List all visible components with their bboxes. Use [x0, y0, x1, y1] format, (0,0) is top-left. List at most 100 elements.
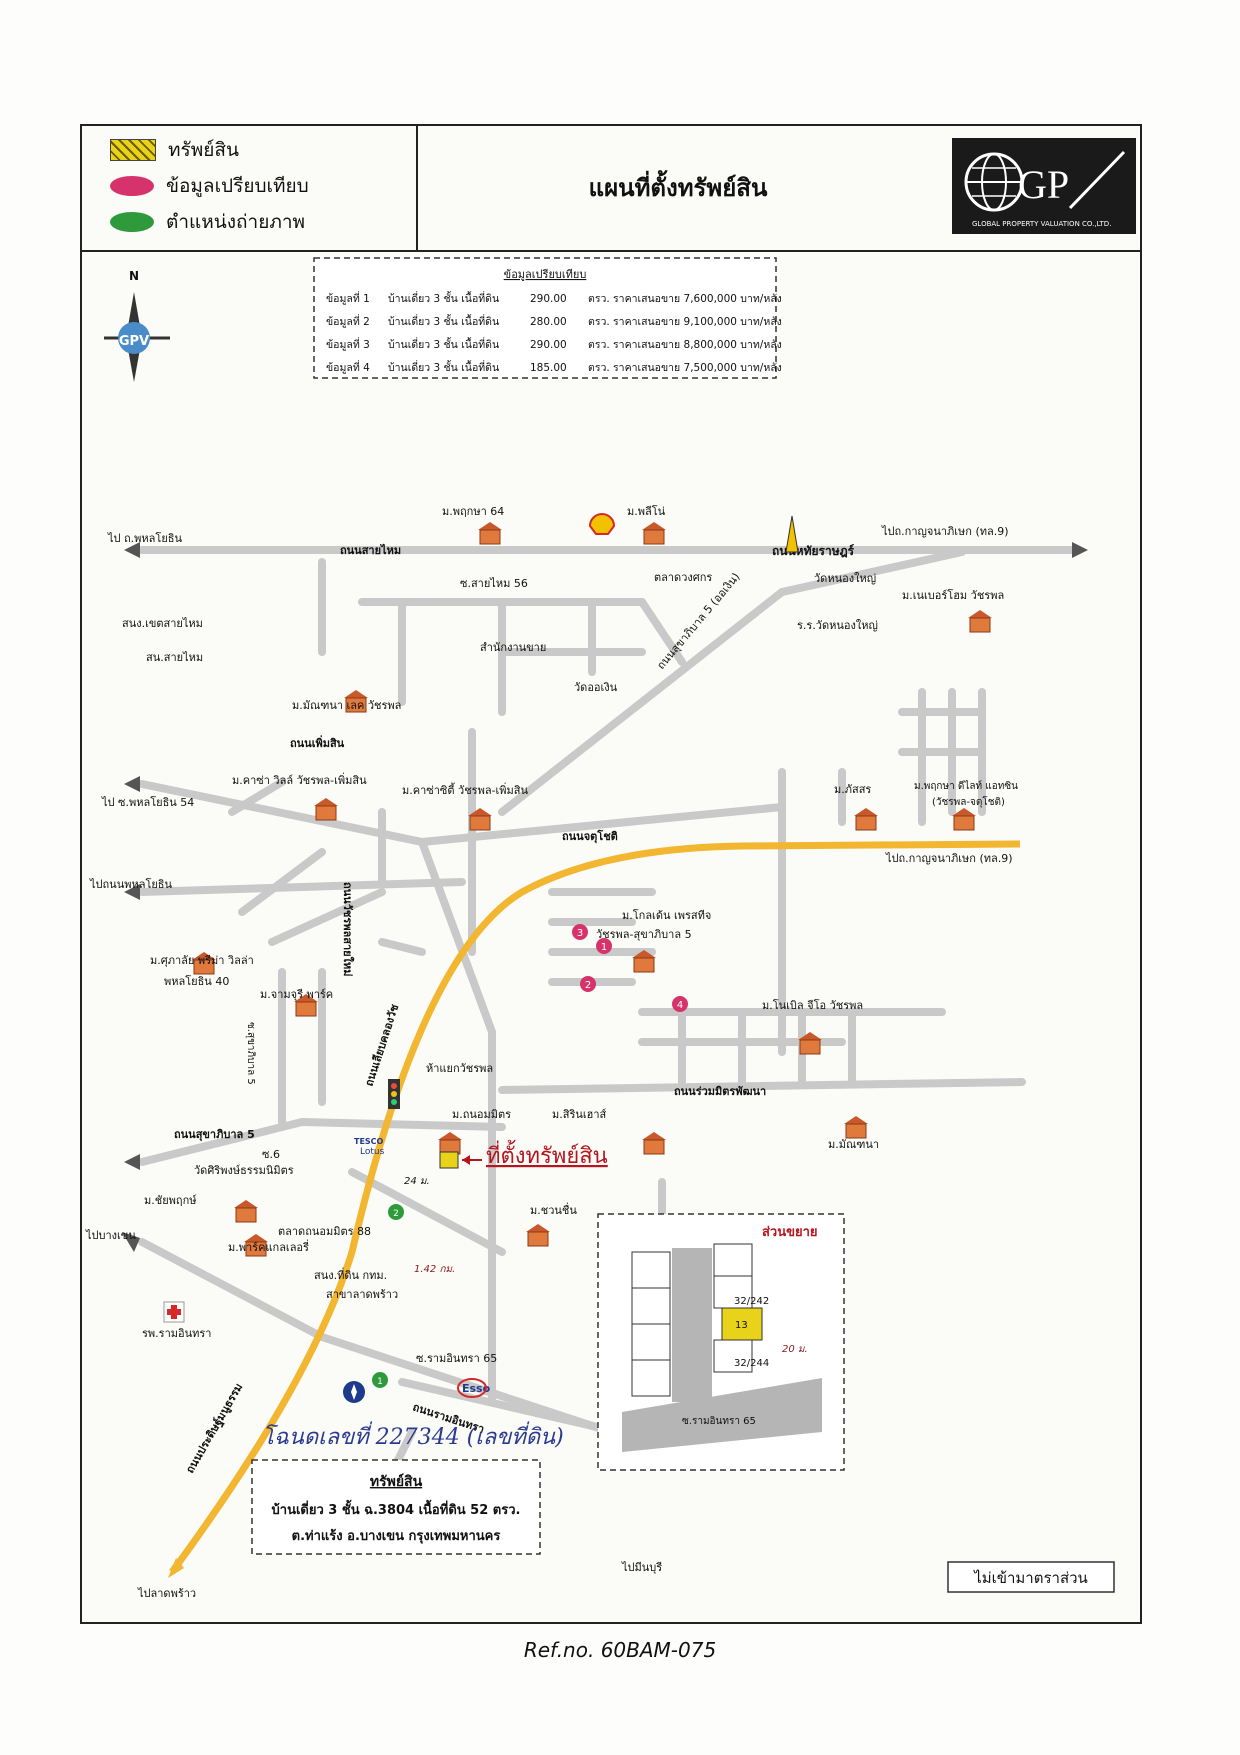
place-label: ไปมีนบุรี [621, 1561, 662, 1574]
map-canvas: N GPV ข้อมูลเปรียบเทียบ ข้อมูลที่ 1 บ้าน… [85, 257, 1115, 1600]
road-label: ซ.สุขาภิบาล 5 [245, 1022, 256, 1085]
inset-subject-plot [721, 1307, 763, 1341]
comp-row-area: 290.00 [530, 339, 567, 351]
place-label: ไปถนนพหลโยธิน [89, 877, 173, 891]
comparison-marker-number: 2 [585, 980, 591, 991]
house-icon [642, 522, 666, 545]
comp-row-type: บ้านเดี่ยว 3 ชั้น เนื้อที่ดิน [388, 291, 499, 305]
place-label: ม.พฤกษา ดีไลท์ แอทซิน [914, 780, 1018, 792]
place-label: วัดศิริพงษ์ธรรมนิมิตร [194, 1164, 294, 1177]
reference-number: Ref.no. 60BAM-075 [523, 1638, 717, 1662]
place-label: ไปบางเขน [85, 1229, 136, 1242]
road-label: ถนนประดิษฐ์มนูธรรม [183, 1381, 246, 1476]
subject-property [439, 1151, 482, 1169]
road-ruammit [498, 1078, 1026, 1094]
map-sheet: ทรัพย์สิน ข้อมูลเปรียบเทียบ ตำแหน่งถ่ายภ… [80, 124, 1142, 1624]
road-label: ถนนร่วมมิตรพัฒนา [674, 1085, 766, 1098]
place-label: ม.จามจุรี พาร์ค [260, 988, 333, 1001]
house-icon [294, 994, 318, 1017]
place-label: ไปถ.กาญจนาภิเษก (ทล.9) [881, 525, 1009, 538]
comp-row-type: บ้านเดี่ยว 3 ชั้น เนื้อที่ดิน [388, 360, 499, 374]
place-label: ม.โนเบิล จีโอ วัชรพล [762, 998, 863, 1012]
inset-plot-label: 32/242 [734, 1296, 769, 1307]
house-icon [438, 1132, 462, 1155]
logo-mark: GP [1018, 162, 1069, 207]
map-header: ทรัพย์สิน ข้อมูลเปรียบเทียบ ตำแหน่งถ่ายภ… [82, 126, 1140, 252]
gas-station-icon [343, 1381, 365, 1403]
place-label: ไปถ.กาญจนาภิเษก (ทล.9) [885, 852, 1013, 865]
place-label: ม.คาซ่าซิตี้ วัชรพล-เพิ่มสิน [402, 782, 529, 797]
house-icon [632, 950, 656, 973]
place-label: ม.ศุภาลัย พรีม่า วิลล่า [150, 954, 254, 967]
comp-row-area: 290.00 [530, 293, 567, 305]
comp-row-price: ตรว. ราคาเสนอขาย 9,100,000 บาท/หลัง [588, 316, 782, 328]
scale-note-label: ไม่เข้ามาตราส่วน [973, 1569, 1088, 1587]
traffic-light-icon [388, 1079, 400, 1109]
north-label: N [129, 269, 139, 283]
place-label: ม.ชวนชื่น [530, 1202, 577, 1217]
map-title: แผนที่ตั้งทรัพย์สิน [588, 174, 768, 202]
place-label: ห้าแยกวัชรพล [426, 1062, 493, 1075]
house-icon [854, 808, 878, 831]
place-label: ม.คาซ่า วิลล์ วัชรพล-เพิ่มสิน [232, 772, 367, 787]
place-label: สนง.เขตสายไหม [122, 617, 203, 630]
place-label: สน.สายไหม [146, 651, 203, 664]
house-icon [314, 798, 338, 821]
place-label: (วัชรพล-จตุโชติ) [932, 795, 1005, 808]
house-icon [478, 522, 502, 545]
arrow-left-icon [124, 542, 140, 558]
comp-row-label: ข้อมูลที่ 4 [326, 360, 370, 374]
place-label: ม.สิรินเฮาส์ [552, 1108, 607, 1121]
temple-icon [785, 515, 799, 553]
photo-marker: 2 [388, 1204, 404, 1220]
comp-row-area: 185.00 [530, 362, 567, 374]
comparison-marker-number: 1 [601, 942, 607, 953]
road-label: ซ.สายไหม 56 [460, 577, 528, 590]
pink-oval-icon [110, 176, 154, 196]
place-label: ไป ถ.พหลโยธิน [107, 531, 182, 545]
place-label: สำนักงานขาย [480, 641, 546, 654]
road-bangkhen [348, 1168, 506, 1256]
logo-cell: GP GLOBAL PROPERTY VALUATION CO.,LTD. [938, 126, 1144, 250]
house-icon [468, 808, 492, 831]
photo-marker-number: 1 [377, 1377, 383, 1387]
arrow-right-icon [1072, 542, 1088, 558]
compass-globe-icon [118, 322, 150, 354]
house-icon [968, 610, 992, 633]
legend-item-photo: ตำแหน่งถ่ายภาพ [110, 208, 305, 236]
house-icon [244, 1234, 268, 1257]
comparison-marker-number: 3 [577, 928, 583, 939]
logo-text: GLOBAL PROPERTY VALUATION CO.,LTD. [972, 220, 1111, 228]
place-label: ร.ร.วัดหนองใหญ่ [797, 619, 878, 632]
comparison-markers: 1 2 3 4 [572, 924, 688, 1012]
distance-label: 24 ม. [404, 1176, 430, 1187]
comparison-marker: 3 [572, 924, 588, 940]
place-label: วัดหนองใหญ่ [814, 572, 876, 585]
compass: N GPV [104, 269, 170, 382]
road-label: ถนนจตุโชติ [562, 829, 618, 844]
handwritten-deed-note: โฉนดเลขที่ 227344 (เลขที่ดิน) [262, 1421, 564, 1450]
legend-label: ตำแหน่งถ่ายภาพ [166, 211, 306, 233]
company-logo: GP GLOBAL PROPERTY VALUATION CO.,LTD. [952, 138, 1136, 234]
comparison-title: ข้อมูลเปรียบเทียบ [504, 268, 587, 281]
asset-line: บ้านเดี่ยว 3 ชั้น ฉ.3804 เนื้อที่ดิน 52 … [272, 1499, 521, 1518]
store-label: TESCO [354, 1137, 384, 1146]
place-label: ม.พลีโน่ [627, 504, 666, 518]
road-permsin [138, 780, 426, 846]
inset-plot-label: 32/244 [734, 1358, 769, 1369]
comparison-marker-number: 4 [677, 1000, 683, 1011]
title-cell: แผนที่ตั้งทรัพย์สิน [418, 126, 938, 250]
house-icon [798, 1032, 822, 1055]
arrow-left-icon [122, 1232, 140, 1252]
inset-map: ส่วนขยาย 32/242 13 32/244 20 ม. ซ.รามอิน… [597, 1213, 845, 1471]
place-label: ซ.6 [262, 1148, 280, 1161]
comparison-marker: 2 [580, 976, 596, 992]
esso-logo-icon [457, 1378, 487, 1398]
house-icons [192, 522, 992, 1257]
place-label: ม.โกลเด้น เพรสทีจ [622, 908, 711, 922]
compass-brand: GPV [119, 334, 149, 349]
inset-title: ส่วนขยาย [762, 1225, 818, 1240]
place-label: ไปลาดพร้าว [137, 1587, 196, 1600]
road-sukhapiban5 [138, 1118, 306, 1166]
store-label: Esso [462, 1382, 491, 1395]
